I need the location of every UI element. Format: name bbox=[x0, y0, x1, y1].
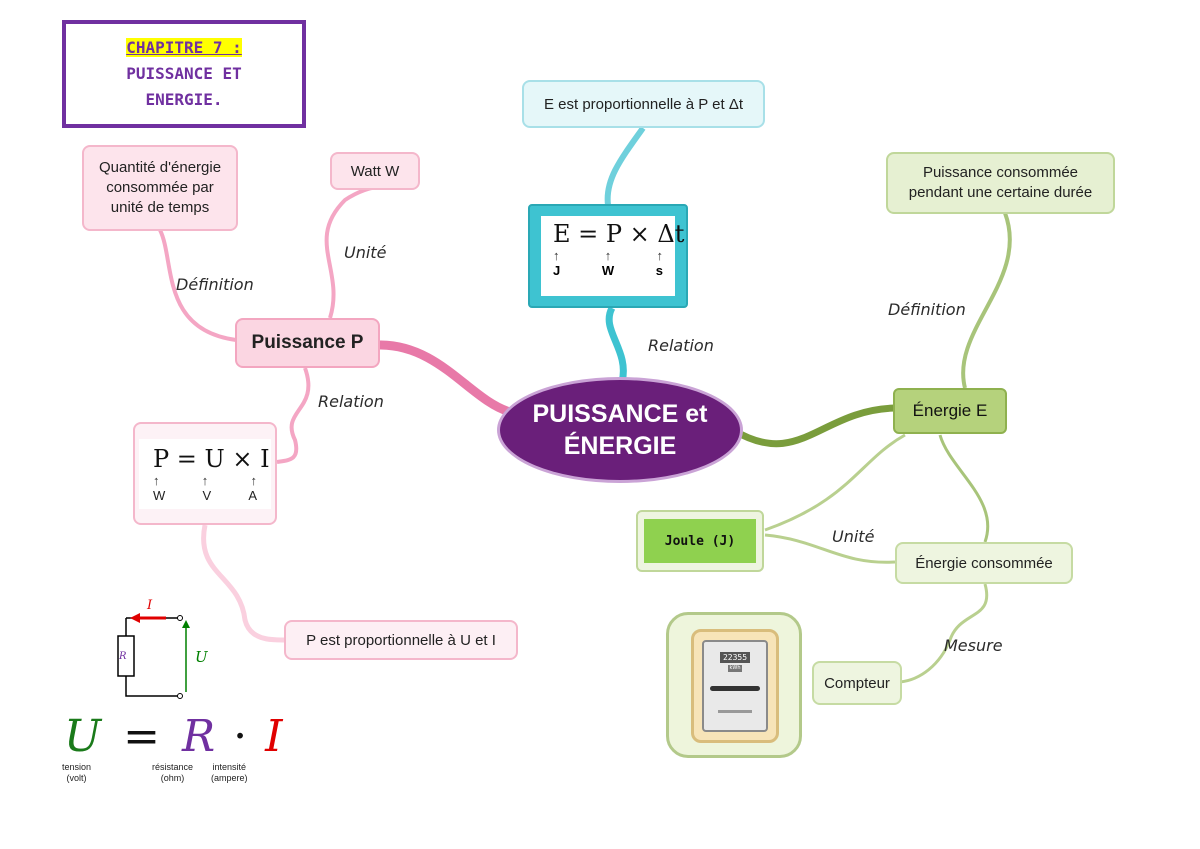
caption-resistance: résistance (ohm) bbox=[152, 762, 194, 783]
chapter-title-box: CHAPITRE 7 : PUISSANCE ET ENERGIE. bbox=[62, 20, 306, 128]
energie-measure-label: Mesure bbox=[944, 636, 1003, 655]
compteur-text: Compteur bbox=[824, 674, 890, 692]
definition-line2: consommée par bbox=[106, 179, 214, 196]
puissance-formula: P = U × I bbox=[153, 444, 270, 473]
relation-proportional-box[interactable]: E est proportionnelle à P et Δt bbox=[522, 80, 765, 128]
energie-definition-line2: pendant une certaine durée bbox=[908, 184, 1093, 201]
energie-consumed-text: Énergie consommée bbox=[915, 554, 1053, 572]
link-consumed-meter bbox=[899, 583, 989, 684]
puissance-definition-box[interactable]: Quantité d'énergie consommée par unité d… bbox=[82, 145, 238, 231]
puissance-formula-box[interactable]: P = U × I ↑↑↑ W V A bbox=[133, 422, 277, 525]
link-relation-proportional bbox=[604, 126, 646, 206]
voltage-label: U bbox=[195, 648, 208, 666]
link-energie-definition bbox=[961, 212, 1012, 389]
relation-formula: E = P × Δt bbox=[553, 220, 685, 248]
definition-line3: unité de temps bbox=[110, 199, 210, 216]
compteur-box[interactable]: Compteur bbox=[812, 661, 902, 705]
link-center-relation bbox=[605, 306, 627, 383]
relation-proportional-text: E est proportionnelle à P et Δt bbox=[543, 95, 744, 113]
puissance-unit-label: Unité bbox=[344, 243, 387, 262]
unit-second: s bbox=[655, 263, 663, 278]
ohm-law-equals: = bbox=[123, 711, 160, 762]
chapter-title-line2: ENERGIE. bbox=[145, 90, 223, 109]
puissance-unit-text: Watt W bbox=[350, 162, 400, 180]
ohm-circuit-diagram bbox=[117, 613, 190, 699]
current-label: I bbox=[147, 598, 153, 613]
link-energie-joule bbox=[764, 433, 906, 532]
meter-display: 22355 bbox=[720, 652, 750, 663]
puissance-unit-box[interactable]: Watt W bbox=[330, 152, 420, 190]
unit-watt-2: W bbox=[601, 263, 615, 278]
caption-tension: tension (volt) bbox=[62, 762, 92, 783]
unit-ampere: A bbox=[248, 487, 257, 503]
link-joule-consumed bbox=[764, 533, 896, 564]
relation-label: Relation bbox=[648, 336, 714, 355]
definition-line1: Quantité d'énergie bbox=[98, 159, 222, 176]
energie-consumed-box[interactable]: Énergie consommée bbox=[895, 542, 1073, 584]
puissance-definition-label: Définition bbox=[176, 275, 254, 294]
link-center-puissance bbox=[375, 340, 515, 417]
energie-node-label: Énergie E bbox=[912, 401, 988, 420]
relation-formula-box[interactable]: E = P × Δt ↑↑↑ J W s bbox=[528, 204, 688, 308]
energie-unit-text: Joule (J) bbox=[664, 533, 736, 549]
puissance-proportional-text: P est proportionnelle à U et I bbox=[306, 631, 496, 649]
ohm-law-R: R bbox=[181, 711, 216, 762]
link-formula-proportional bbox=[201, 524, 285, 643]
unit-volt: V bbox=[202, 487, 212, 503]
puissance-node-label: Puissance P bbox=[251, 332, 364, 353]
energie-unit-label: Unité bbox=[832, 527, 875, 546]
ohm-law-dot: · bbox=[233, 711, 248, 762]
energie-definition-box[interactable]: Puissance consommée pendant une certaine… bbox=[886, 152, 1115, 214]
link-center-energie bbox=[731, 404, 896, 448]
link-puissance-definition bbox=[158, 229, 237, 342]
puissance-proportional-box[interactable]: P est proportionnelle à U et I bbox=[284, 620, 518, 660]
link-energie-consumed bbox=[938, 434, 990, 543]
unit-joule: J bbox=[553, 263, 561, 278]
link-puissance-formula bbox=[276, 367, 311, 464]
resistor-label: R bbox=[119, 651, 127, 662]
ohm-law-U: U bbox=[64, 711, 102, 762]
energie-node[interactable]: Énergie E bbox=[893, 388, 1007, 434]
central-node-line2: ÉNERGIE bbox=[563, 432, 677, 460]
resistor-symbol bbox=[117, 635, 135, 677]
unit-watt: W bbox=[153, 487, 166, 503]
puissance-relation-label: Relation bbox=[318, 392, 384, 411]
electric-meter-icon: 22355 kWh bbox=[666, 612, 802, 758]
ohm-law-formula: U = R · I bbox=[64, 712, 283, 762]
meter-unit: kWh bbox=[728, 665, 742, 672]
energie-definition-line1: Puissance consommée bbox=[922, 164, 1079, 181]
ohm-law-I: I bbox=[265, 711, 283, 762]
caption-intensite: intensité (ampere) bbox=[211, 762, 248, 783]
chapter-number: CHAPITRE 7 : bbox=[126, 38, 242, 57]
energie-unit-box[interactable]: Joule (J) bbox=[636, 510, 764, 572]
central-node-line1: PUISSANCE et bbox=[532, 400, 708, 428]
puissance-node[interactable]: Puissance P bbox=[235, 318, 380, 368]
energie-definition-label: Définition bbox=[888, 300, 966, 319]
central-node[interactable]: PUISSANCE et ÉNERGIE bbox=[500, 380, 740, 480]
chapter-title-line1: PUISSANCE ET bbox=[126, 64, 242, 83]
